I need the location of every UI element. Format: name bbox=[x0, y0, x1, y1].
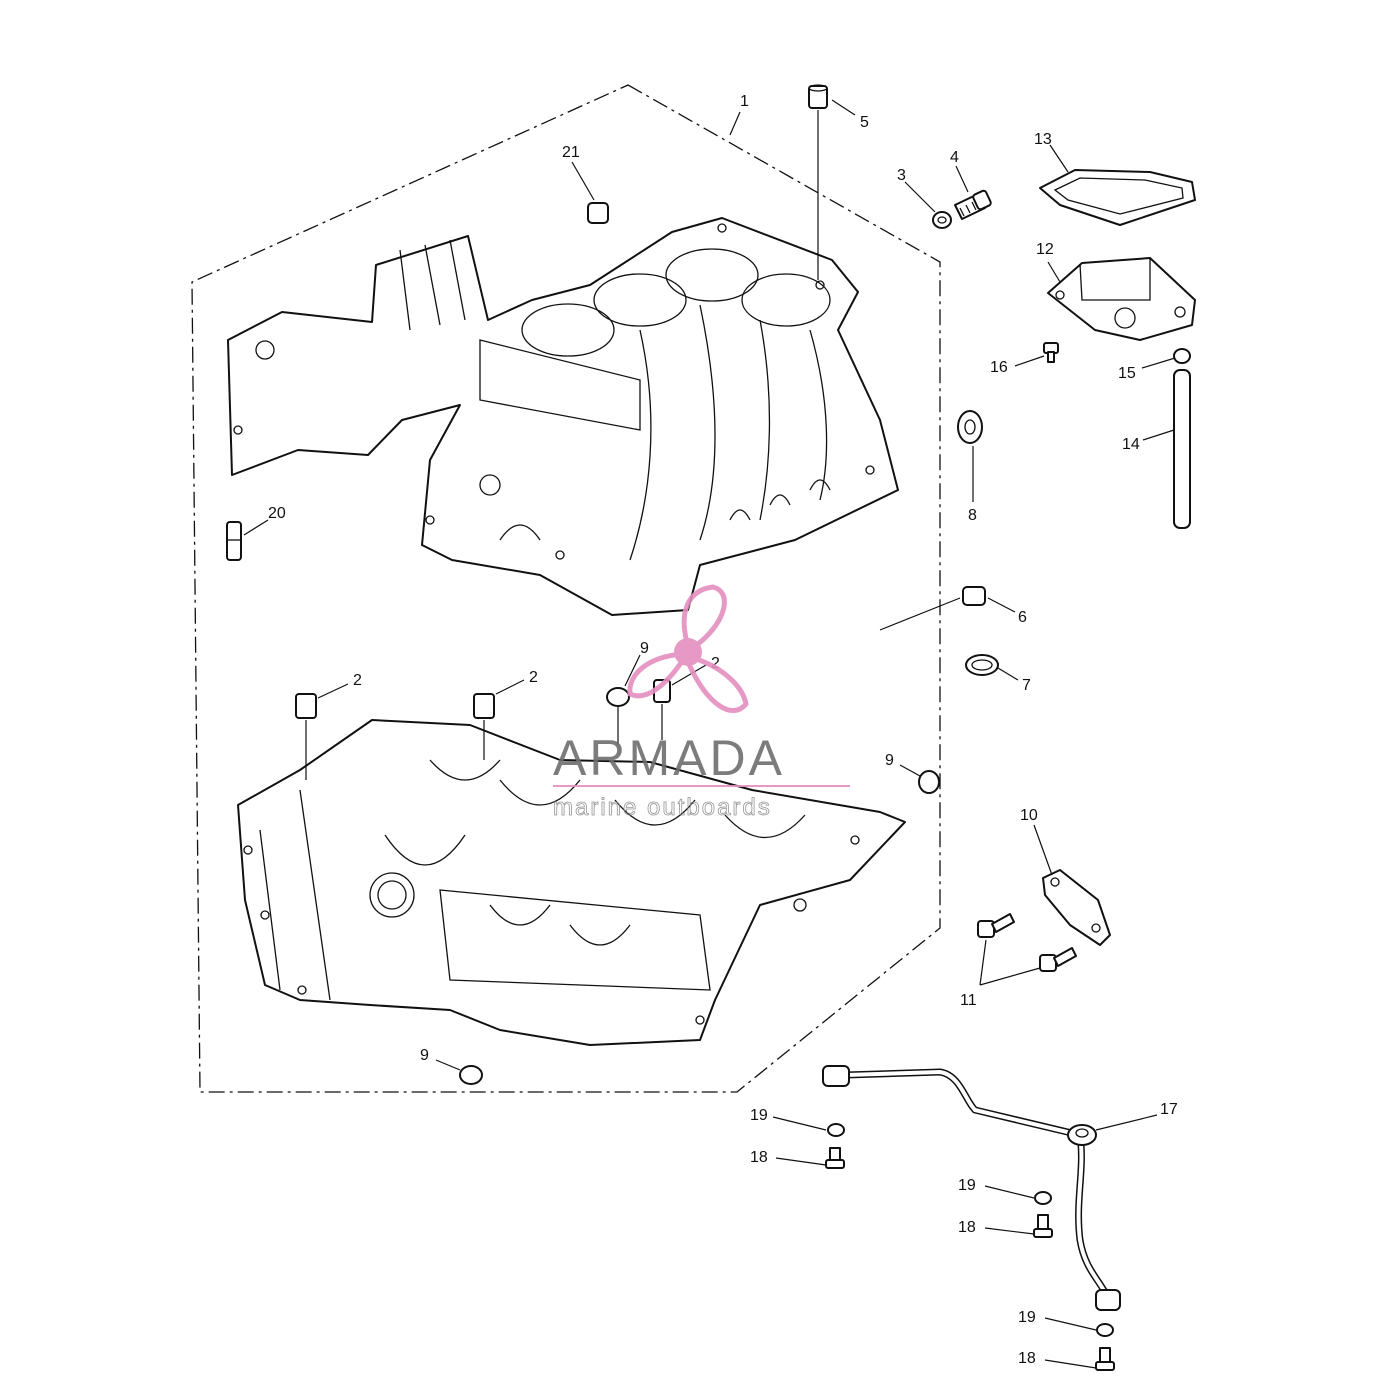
part-20-pin bbox=[226, 521, 242, 561]
lower-crankcase bbox=[237, 719, 906, 1046]
callout-16: 16 bbox=[990, 359, 1008, 376]
callout-15: 15 bbox=[1118, 365, 1136, 382]
callout-6: 6 bbox=[1018, 609, 1027, 626]
callout-18a: 18 bbox=[750, 1149, 768, 1166]
callout-4: 4 bbox=[950, 149, 959, 166]
callout-3: 3 bbox=[897, 167, 906, 184]
part-11-bolts bbox=[977, 913, 1077, 972]
part-16-bolt bbox=[1043, 342, 1059, 363]
callout-11: 11 bbox=[960, 992, 977, 1009]
upper-crankcase bbox=[227, 217, 899, 616]
leader-lines bbox=[243, 99, 1176, 1369]
watermark-brand: ARMADA bbox=[553, 730, 785, 786]
callout-14: 14 bbox=[1122, 436, 1140, 453]
callout-labels: 1 5 21 3 4 13 12 16 15 14 8 20 6 7 2 2 2… bbox=[268, 93, 1178, 1367]
assembly-boundary bbox=[191, 84, 941, 1093]
part-3-washer bbox=[932, 211, 952, 229]
part-8-washer bbox=[957, 410, 983, 444]
callout-10: 10 bbox=[1020, 807, 1038, 824]
callout-18c: 18 bbox=[1018, 1350, 1036, 1367]
part-7-oring bbox=[965, 654, 999, 676]
part-17-pipe bbox=[822, 1065, 1121, 1311]
callout-19c: 19 bbox=[1018, 1309, 1036, 1326]
part-14-tube bbox=[1173, 369, 1191, 529]
callout-19a: 19 bbox=[750, 1107, 768, 1124]
part-10-plate bbox=[1042, 869, 1111, 946]
part-18-19-fasteners bbox=[825, 1123, 1115, 1371]
callout-13: 13 bbox=[1034, 131, 1052, 148]
callout-2a: 2 bbox=[353, 672, 362, 689]
part-13-gasket bbox=[1039, 169, 1196, 226]
part-5-dowel bbox=[808, 84, 828, 280]
callout-17: 17 bbox=[1160, 1101, 1178, 1118]
part-6-dowel bbox=[879, 586, 986, 631]
part-21-dowel bbox=[587, 202, 609, 224]
part-9-plugs bbox=[459, 687, 940, 1085]
armada-watermark: ARMADA marine outboards bbox=[553, 584, 850, 821]
callout-19b: 19 bbox=[958, 1177, 976, 1194]
part-4-plug bbox=[954, 189, 992, 220]
part-15-plug bbox=[1173, 348, 1191, 364]
callout-7: 7 bbox=[1022, 677, 1031, 694]
callout-18b: 18 bbox=[958, 1219, 976, 1236]
callout-8: 8 bbox=[968, 507, 977, 524]
callout-5: 5 bbox=[860, 114, 869, 131]
callout-12: 12 bbox=[1036, 241, 1054, 258]
callout-2c: 2 bbox=[711, 655, 720, 672]
callout-21: 21 bbox=[562, 144, 580, 161]
callout-2b: 2 bbox=[529, 669, 538, 686]
callout-9a: 9 bbox=[640, 640, 649, 657]
watermark-tagline: marine outboards bbox=[553, 794, 772, 821]
propeller-logo-icon bbox=[627, 584, 749, 713]
callout-20: 20 bbox=[268, 505, 286, 522]
callout-9c: 9 bbox=[420, 1047, 429, 1064]
part-12-strainer bbox=[1047, 257, 1196, 341]
callout-1: 1 bbox=[740, 93, 749, 110]
callout-9b: 9 bbox=[885, 752, 894, 769]
